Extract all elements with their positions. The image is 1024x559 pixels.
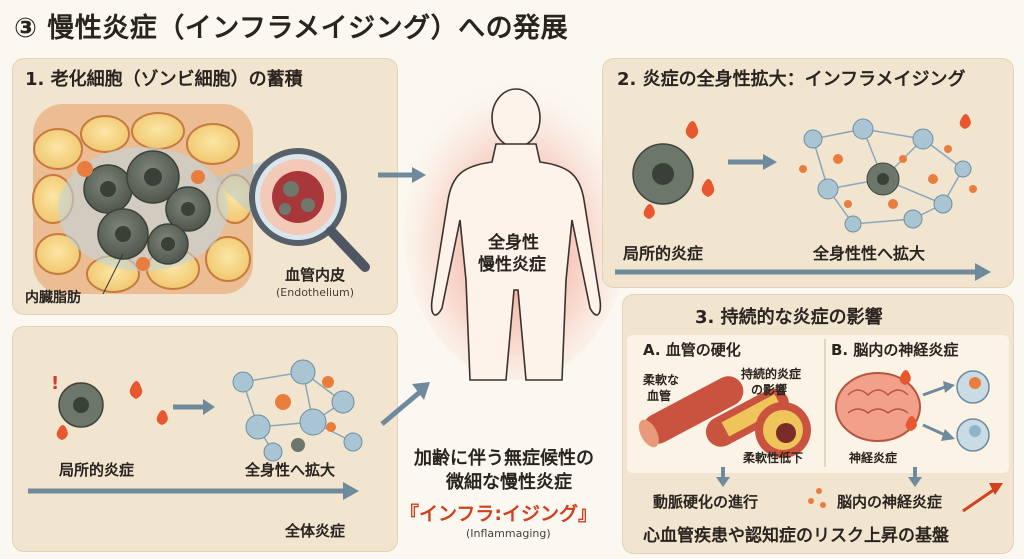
inflammaging-en-label: (Inflammaging) xyxy=(466,527,551,540)
systemic-spread-label-1: 全身性へ拡大 xyxy=(245,461,336,479)
neuroinflammation-title: B. 脳内の神経炎症 xyxy=(831,341,959,359)
local-inflammation-label-2: 局所的炎症 xyxy=(623,244,704,263)
panel-persistent-effects: 3. 持続的な炎症の影響 A. 血管の硬化 B. 脳内の神経炎症 柔軟な 血管 … xyxy=(622,294,1014,554)
brain-neuroinflammation-label: 脳内の神経炎症 xyxy=(837,493,943,511)
risk-foundation-label: 心血管疾患や認知症のリスク上昇の基盤 xyxy=(643,526,949,546)
panel-systemic-spread: 2. 炎症の全身性拡大：インフラメイジング 局所的炎症 全身性性へ拡大 xyxy=(602,58,1014,288)
atherosclerosis-label: 動脈硬化の進行 xyxy=(653,493,759,511)
neuroinflammation-small-label: 神経炎症 xyxy=(849,451,898,465)
visceral-fat-label: 内臓脂肪 xyxy=(25,290,81,306)
adipose-tissue-illustration xyxy=(32,104,370,295)
whole-inflammation-label: 全体炎症 xyxy=(285,522,346,540)
svg-text:!: ! xyxy=(51,373,59,394)
persistent-inflammation-label-1: 持続的炎症 xyxy=(741,367,802,381)
center-caption-2: 微細な慢性炎症 xyxy=(446,472,572,493)
reduced-flexibility-label: 柔軟性低下 xyxy=(743,451,804,465)
panel2-title: 2. 炎症の全身性拡大：インフラメイジング xyxy=(617,69,966,90)
arrow-to-panel2 xyxy=(378,167,426,183)
systemic-network-illustration xyxy=(615,114,991,281)
panel-local-to-whole: ! 局所的炎症 全身性へ拡大 全体炎症 xyxy=(12,326,398,552)
body-label-1: 全身性 xyxy=(488,233,539,253)
systemic-spread-label-2: 全身性性へ拡大 xyxy=(813,244,926,263)
panel1-title: 1. 老化細胞（ゾンビ細胞）の蓄積 xyxy=(25,69,303,90)
local-inflammation-illustration: ! xyxy=(28,359,363,500)
flexible-vessel-label-1: 柔軟な xyxy=(643,373,680,387)
endothelium-label: 血管内皮 xyxy=(285,266,346,284)
page-title: ③ 慢性炎症（インフラメイジング）への発展 xyxy=(14,13,569,44)
vessel-hardening-title: A. 血管の硬化 xyxy=(643,341,741,359)
endothelium-en-label: (Endothelium) xyxy=(276,286,355,299)
flexible-vessel-label-2: 血管 xyxy=(647,389,672,403)
panel-senescent-cells: 1. 老化細胞（ゾンビ細胞）の蓄積 xyxy=(12,58,398,315)
local-inflammation-label-1: 局所的炎症 xyxy=(59,461,135,479)
body-label-2: 慢性炎症 xyxy=(478,255,546,275)
arrow-up-right xyxy=(380,382,430,426)
effects-illustration xyxy=(627,335,1009,513)
inflammaging-jp-label: 『インフラ:イジング』 xyxy=(400,503,598,525)
human-body-illustration xyxy=(404,80,628,381)
persistent-inflammation-label-2: の影響 xyxy=(751,383,788,397)
center-caption-1: 加齢に伴う無症候性の xyxy=(414,448,594,469)
panel3-title: 3. 持続的な炎症の影響 xyxy=(695,307,883,328)
